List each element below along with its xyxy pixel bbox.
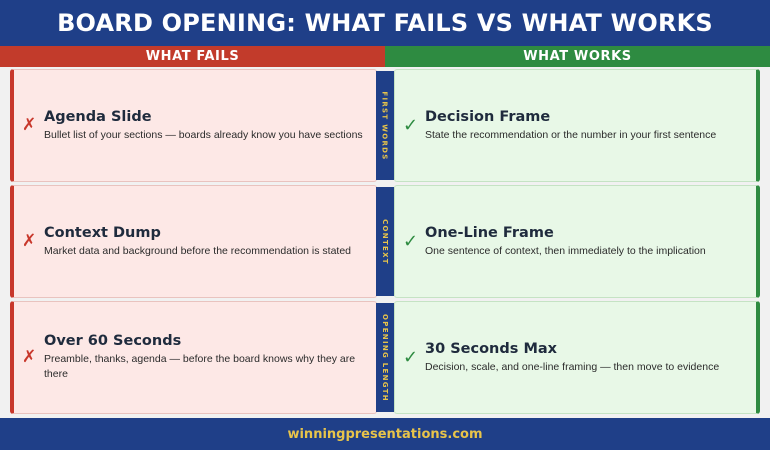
cross-icon: ✗ [22,347,37,367]
fail-description: Bullet list of your sections — boards al… [44,128,363,141]
work-description: One sentence of context, then immediatel… [425,244,706,257]
fail-title: Agenda Slide [44,108,152,125]
fail-title: Over 60 Seconds [44,333,182,350]
cross-icon: ✗ [22,115,37,135]
column-headers: WHAT FAILS WHAT WORKS [0,46,770,67]
header-banner: BOARD OPENING: WHAT FAILS VS WHAT WORKS [0,0,770,46]
footer-banner: winningpresentations.com [0,418,770,450]
work-title: One-Line Frame [425,224,554,241]
work-card: ✓ One-Line Frame One sentence of context… [394,185,760,298]
column-header-fails: WHAT FAILS [0,46,385,67]
comparison-row: ✗ Context Dump Market data and backgroun… [0,185,770,298]
work-title: 30 Seconds Max [425,340,558,357]
fail-title: Context Dump [44,224,161,241]
category-text: FIRST WORDS [381,90,389,161]
work-description: State the recommendation or the number i… [425,128,717,141]
fail-description: Preamble, thanks, agenda — before the bo… [44,353,356,380]
fail-card: ✗ Over 60 Seconds Preamble, thanks, agen… [10,301,377,414]
comparison-row: ✗ Agenda Slide Bullet list of your secti… [0,69,770,182]
cross-icon: ✗ [22,231,37,251]
work-card: ✓ Decision Frame State the recommendatio… [394,69,760,182]
category-text: OPENING LENGTH [381,313,389,402]
check-icon: ✓ [403,346,419,368]
category-label: CONTEXT [376,187,394,296]
check-icon: ✓ [403,230,419,252]
work-title: Decision Frame [425,108,551,125]
fail-description: Market data and background before the re… [44,244,352,257]
category-label: OPENING LENGTH [376,303,394,412]
fail-card: ✗ Context Dump Market data and backgroun… [10,185,377,298]
work-description: Decision, scale, and one-line framing — … [425,360,720,373]
footer-url[interactable]: winningpresentations.com [287,426,483,442]
column-header-works: WHAT WORKS [385,46,770,67]
check-icon: ✓ [403,114,419,136]
comparison-row: ✗ Over 60 Seconds Preamble, thanks, agen… [0,301,770,414]
work-card: ✓ 30 Seconds Max Decision, scale, and on… [394,301,760,414]
category-text: CONTEXT [381,218,389,265]
page-title: BOARD OPENING: WHAT FAILS VS WHAT WORKS [57,9,713,37]
category-label: FIRST WORDS [376,71,394,180]
fail-card: ✗ Agenda Slide Bullet list of your secti… [10,69,377,182]
